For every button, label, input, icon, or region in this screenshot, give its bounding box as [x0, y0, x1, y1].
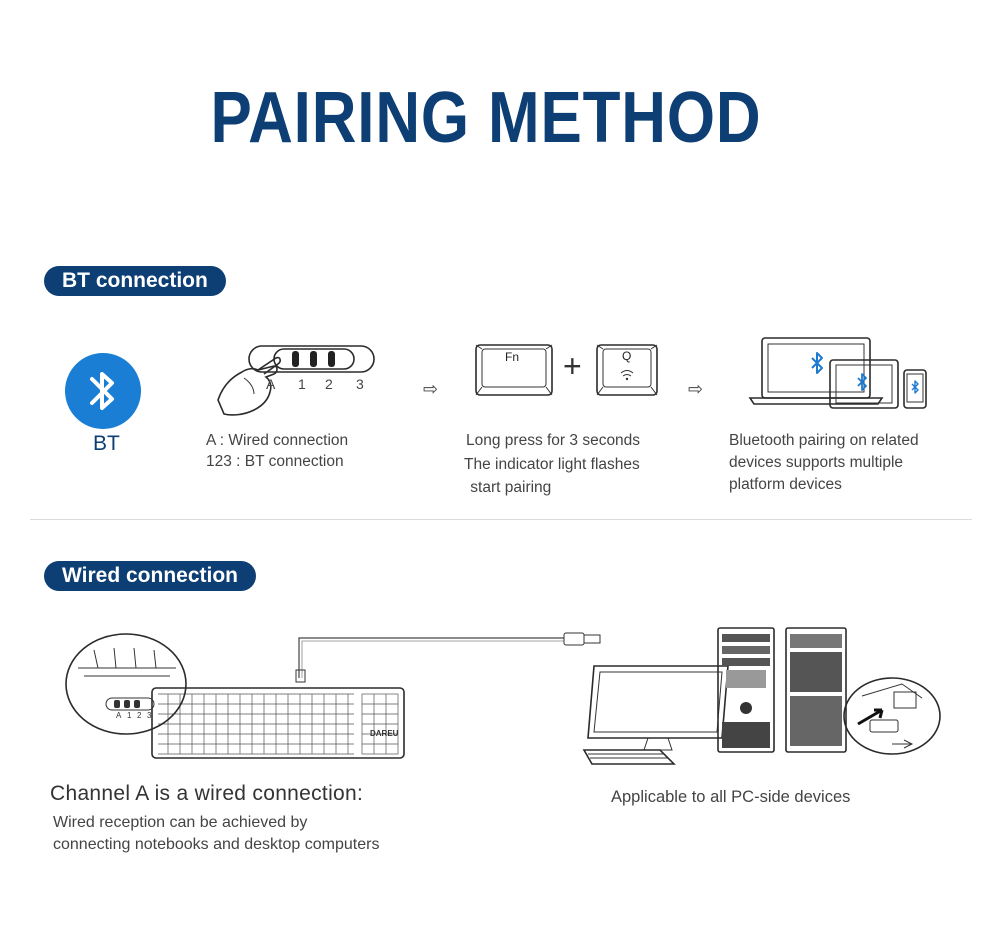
devices-desc-2: devices supports multiple — [729, 454, 904, 471]
inset-label-3: 3 — [147, 711, 152, 720]
arrow-icon-2: ⇨ — [688, 379, 704, 399]
bluetooth-devices-illustration — [748, 337, 927, 409]
fn-key-icon — [475, 344, 553, 396]
plus-sign: + — [563, 348, 582, 384]
q-key-icon — [596, 344, 658, 396]
bt-label: BT — [93, 432, 120, 455]
bt-connection-pill: BT connection — [44, 266, 226, 296]
switch-label-2: 2 — [325, 376, 333, 392]
section-divider — [30, 519, 972, 520]
switch-label-1: 1 — [298, 376, 306, 392]
page-title: PAIRING METHOD — [210, 78, 762, 158]
inset-label-1: 1 — [127, 711, 132, 720]
press-desc-2: The indicator light flashes — [464, 456, 640, 473]
fn-key-label: Fn — [505, 350, 520, 364]
wired-connection-pill: Wired connection — [44, 561, 256, 591]
bluetooth-circle-icon — [65, 353, 141, 429]
switch-label-3: 3 — [356, 376, 364, 392]
switch-label-a: A — [266, 376, 276, 392]
channel-switch-illustration — [217, 345, 375, 416]
wired-desc-2: connecting notebooks and desktop compute… — [53, 836, 380, 853]
arrow-icon: ⇨ — [423, 379, 439, 399]
channel-a-heading: Channel A is a wired connection: — [50, 782, 364, 805]
wired-desc-1: Wired reception can be achieved by — [53, 814, 308, 831]
devices-desc-3: platform devices — [729, 476, 842, 493]
press-desc-1: Long press for 3 seconds — [466, 432, 641, 449]
pc-caption: Applicable to all PC-side devices — [611, 788, 851, 806]
switch-desc-wired: A : Wired connection — [206, 432, 349, 449]
devices-desc-1: Bluetooth pairing on related — [729, 432, 919, 449]
q-key-label: Q — [622, 349, 632, 363]
inset-label-a: A — [116, 711, 122, 720]
press-desc-3: start pairing — [466, 479, 552, 496]
wired-keyboard-illustration — [65, 632, 601, 759]
switch-desc-bt: 123 : BT connection — [206, 453, 344, 470]
keyboard-brand-logo: DAREU — [370, 729, 399, 738]
desktop-pc-illustration — [582, 627, 941, 765]
inset-label-2: 2 — [137, 711, 142, 720]
